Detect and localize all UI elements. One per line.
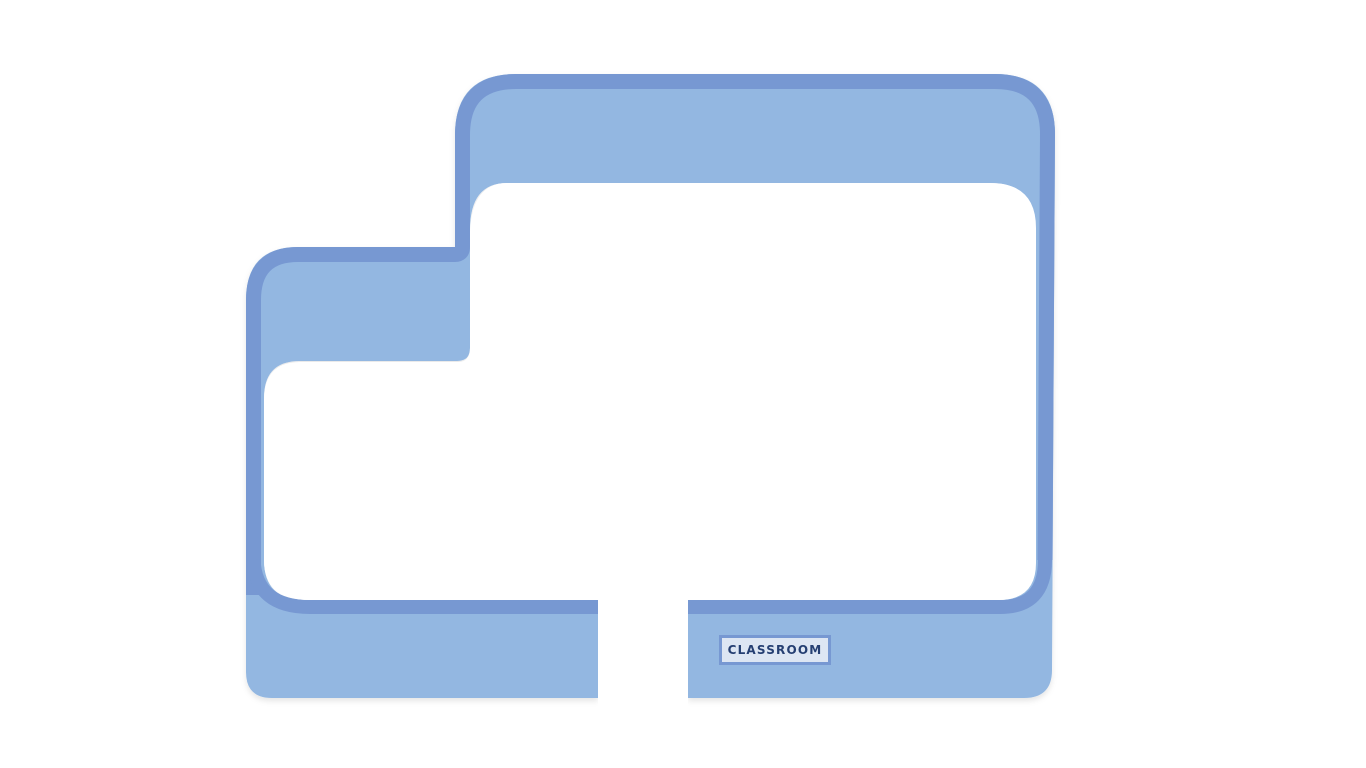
room-label: CLASSROOM (719, 635, 831, 665)
room-label-text: CLASSROOM (727, 643, 823, 657)
wall-base (246, 74, 1055, 698)
room-floor (264, 183, 1036, 600)
wall-top-edge (246, 74, 1055, 595)
wall-outline (246, 74, 1055, 614)
doorway (598, 596, 688, 706)
wall-bottom-edge-right (688, 559, 1052, 614)
wall-bottom-edge-left (246, 559, 598, 614)
wall-segment-left (246, 74, 1055, 698)
